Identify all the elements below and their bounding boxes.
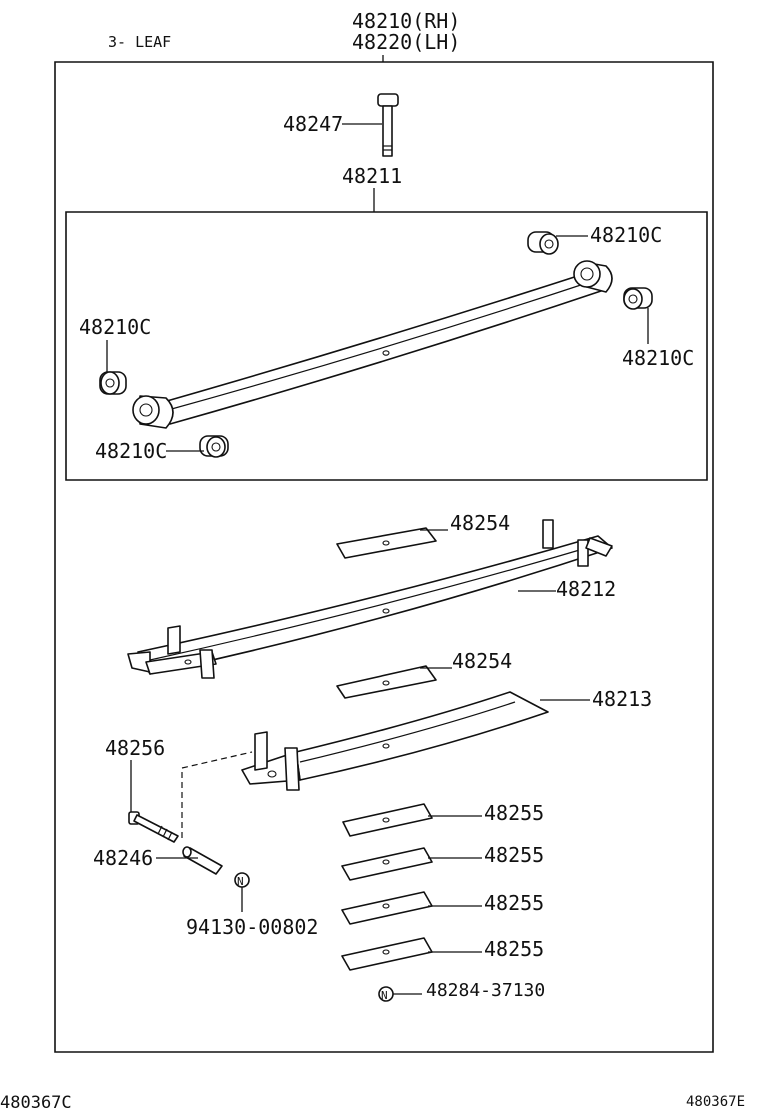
liner-3[interactable]	[341, 891, 433, 925]
leaf-48212[interactable]	[127, 519, 613, 679]
bushing-top-right[interactable]	[527, 231, 559, 255]
callout-liner-3: 48255	[484, 891, 544, 915]
callout-bushing-right: 48210C	[622, 346, 694, 370]
outer-frame	[54, 61, 714, 1053]
callout-48247: 48247	[283, 112, 343, 136]
callout-center-bolt: 48256	[105, 736, 165, 760]
liner-2[interactable]	[341, 847, 433, 881]
callout-liner-4: 48255	[484, 937, 544, 961]
liner-4[interactable]	[341, 937, 433, 971]
callout-liner-1: 48255	[484, 801, 544, 825]
callout-48211: 48211	[342, 164, 402, 188]
callout-bushing-bottom: 48210C	[95, 439, 167, 463]
footer-right-code: 480367E	[686, 1094, 745, 1110]
footer-left-code: 480367C	[0, 1093, 72, 1112]
main-spring-leaf[interactable]	[132, 260, 613, 429]
callout-pin: 48246	[93, 846, 153, 870]
bolt-48247[interactable]	[377, 93, 399, 157]
callout-leaf-48212: 48212	[556, 577, 616, 601]
assembly-lh-label: 48220(LH)	[352, 30, 460, 54]
center-bolt-48256[interactable]	[128, 811, 179, 843]
inner-frame	[65, 211, 708, 481]
liner-1[interactable]	[342, 803, 433, 837]
callout-nut-part-2: 48284-37130	[426, 980, 545, 1001]
callout-nut-part: 94130-00802	[186, 915, 318, 939]
callout-bushing-top-right: 48210C	[590, 223, 662, 247]
pin-48246[interactable]	[182, 846, 223, 875]
center-bolt-dashed-path	[181, 751, 253, 838]
nut-symbol-2-letter: N	[381, 989, 388, 1002]
callout-leaf-48213: 48213	[592, 687, 652, 711]
variant-label: 3- LEAF	[108, 33, 171, 51]
nut-symbol-1-letter: N	[237, 875, 244, 888]
assembly-rh-label: 48210(RH)	[352, 9, 460, 33]
callout-bushing-left: 48210C	[79, 315, 151, 339]
pad-middle[interactable]	[336, 665, 437, 699]
bushing-bottom[interactable]	[199, 435, 229, 458]
callout-pad-middle: 48254	[452, 649, 512, 673]
callout-liner-2: 48255	[484, 843, 544, 867]
bushing-left[interactable]	[99, 371, 127, 395]
pad-upper[interactable]	[336, 527, 437, 559]
leaf-48213[interactable]	[241, 691, 549, 791]
callout-pad-upper: 48254	[450, 511, 510, 535]
bushing-right[interactable]	[623, 287, 653, 310]
